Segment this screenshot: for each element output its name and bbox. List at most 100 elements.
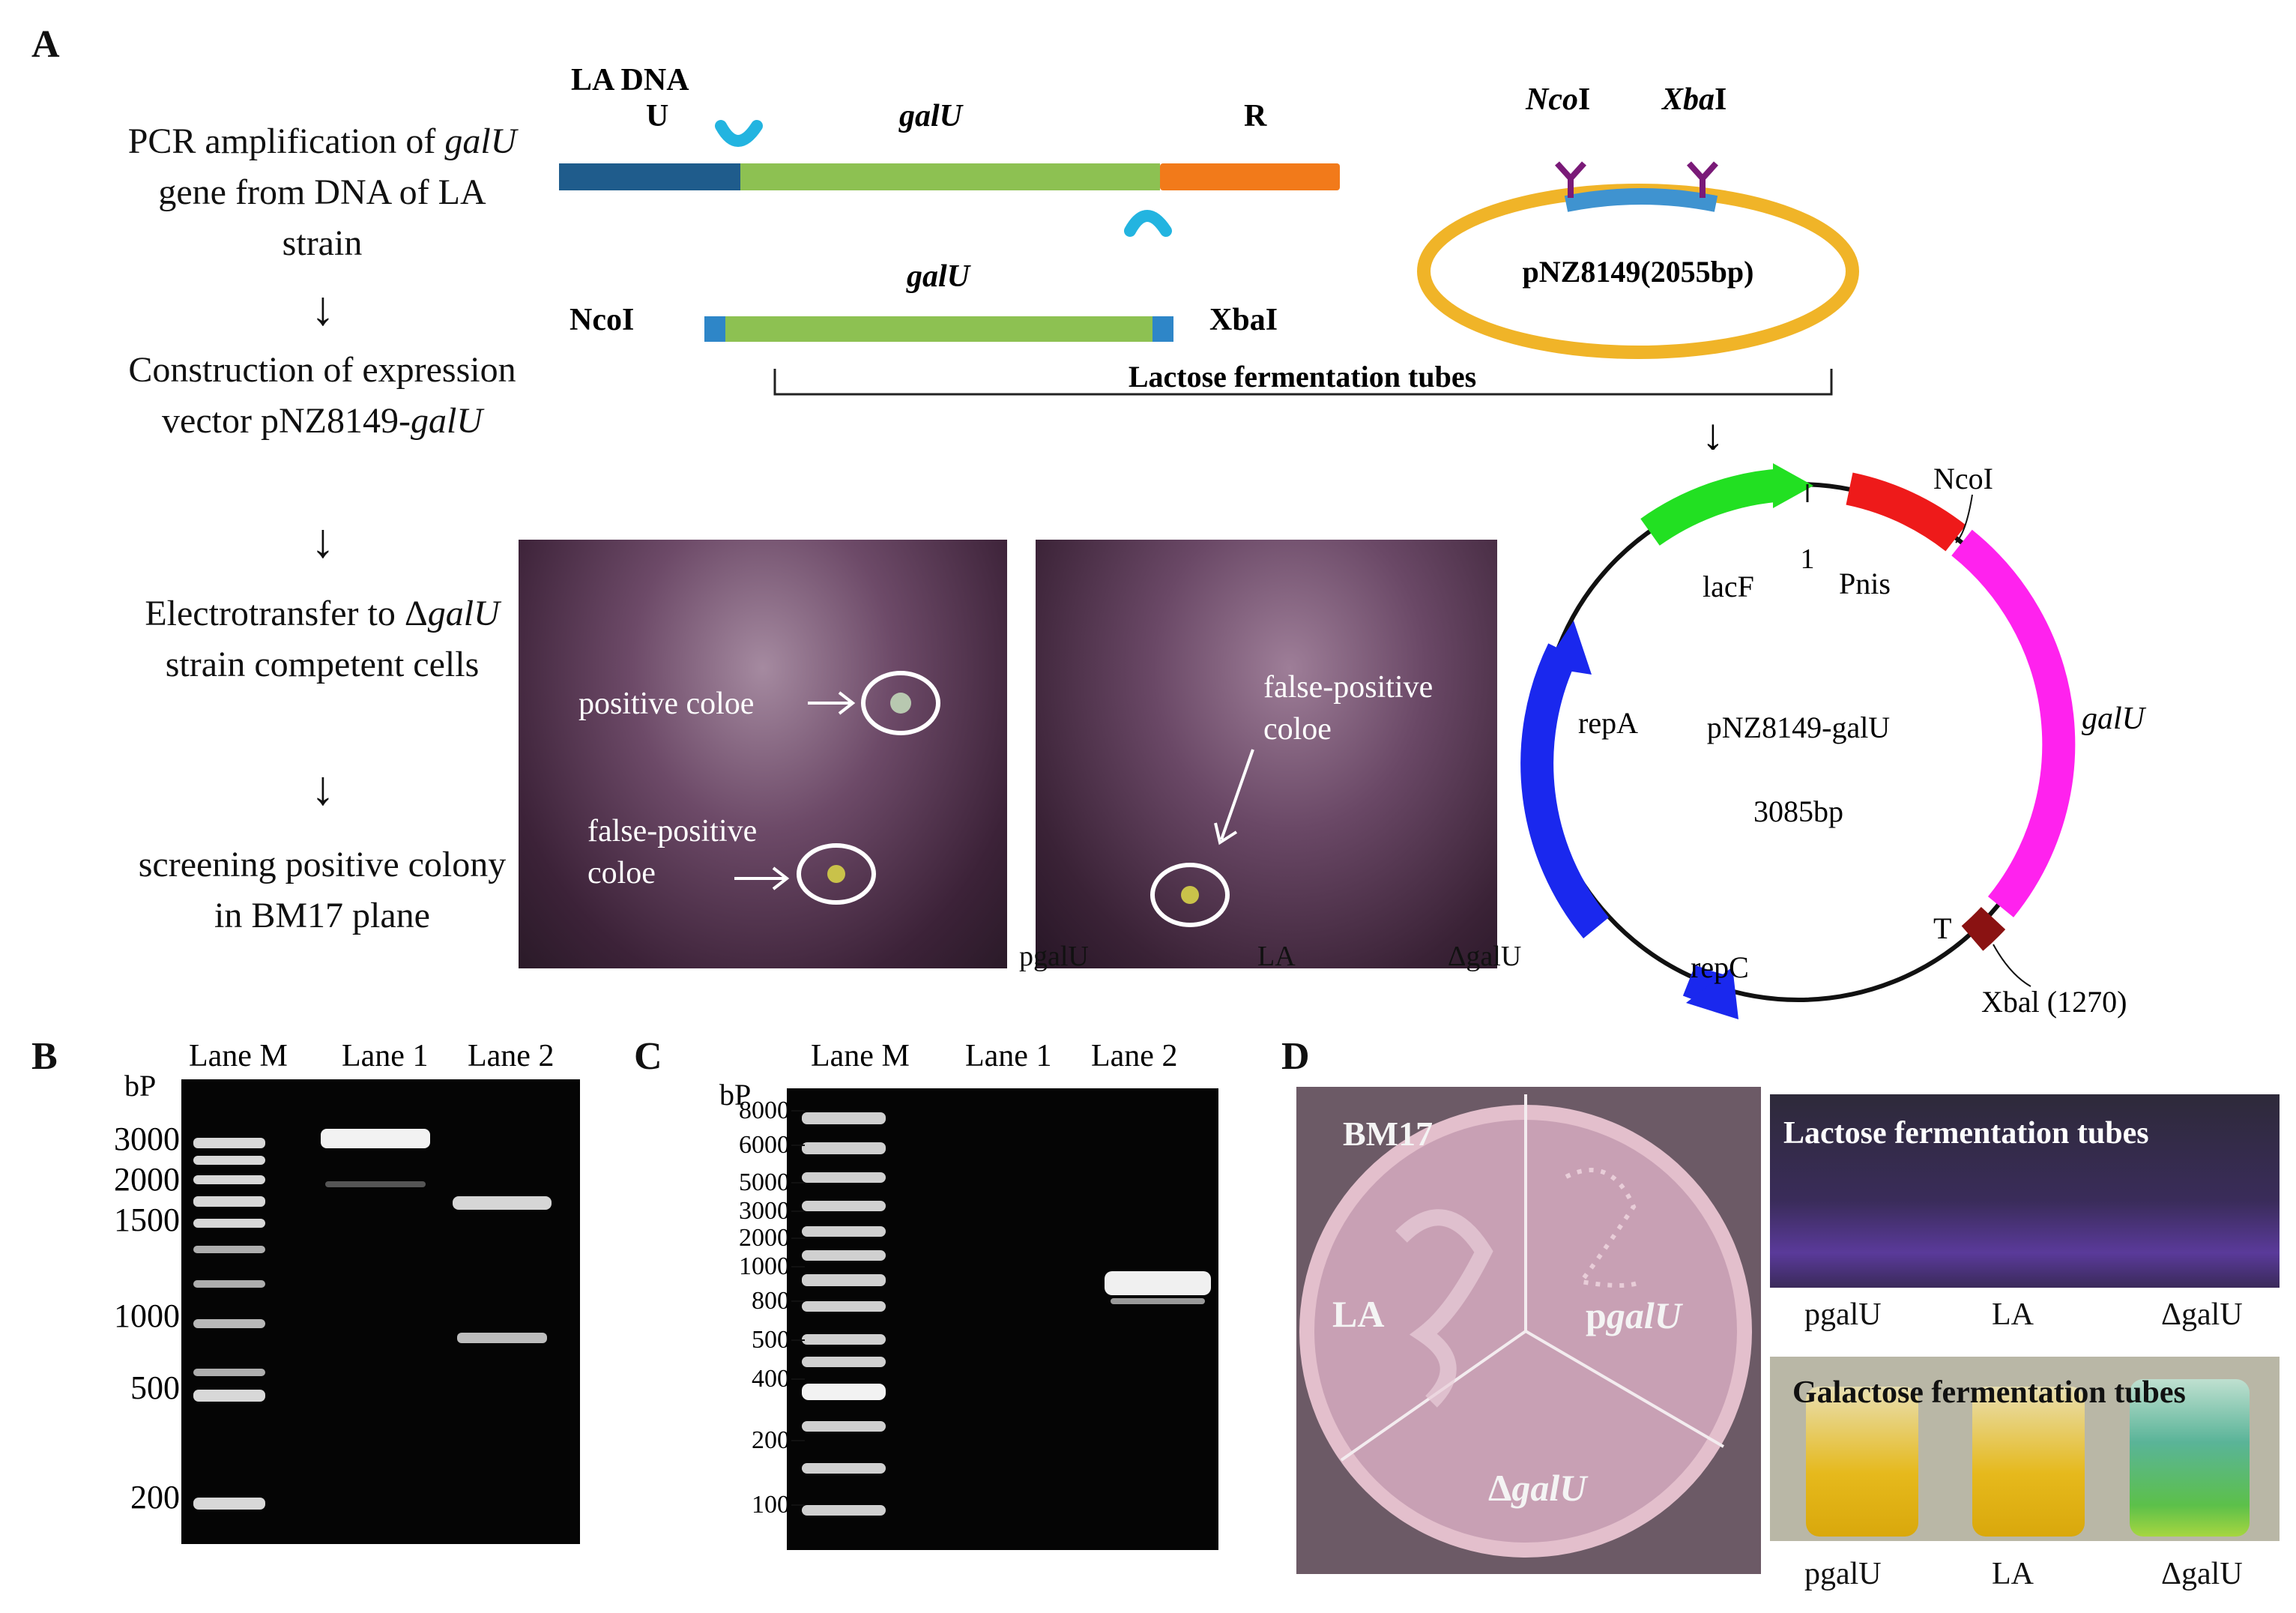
r-segment — [1160, 163, 1340, 190]
plasmid-label: pNZ8149(2055bp) — [1523, 255, 1754, 289]
plasmid-size: 3085bp — [1753, 795, 1843, 828]
plate-d-la: LA — [1332, 1293, 1384, 1335]
lactose-tube-la: LA — [1992, 1297, 2034, 1332]
plasmid-insert-site — [1564, 188, 1718, 212]
la-streak — [1395, 1209, 1493, 1408]
gel-b-ladder — [193, 1138, 265, 1510]
gel-b-marker-2000: 2000 — [114, 1161, 180, 1198]
gel-c-marker-800: 800 — [752, 1287, 790, 1315]
flow-step-construction: Construction of expression vector pNZ814… — [128, 350, 516, 441]
gel-c-lane2-band-faint — [1111, 1298, 1205, 1304]
gel-b-lane2-band-upper — [453, 1196, 552, 1210]
gel-b-unit: bP — [124, 1069, 156, 1103]
arrow-down-icon: ↓ — [311, 282, 335, 335]
ncoi-site-label: NcoI — [1525, 82, 1590, 117]
u-label: U — [646, 99, 668, 133]
forward-primer-icon — [715, 120, 763, 147]
galu-label: galU — [2082, 702, 2147, 736]
flow-step-electrotransfer: Electrotransfer to ΔgalU strain competen… — [145, 594, 500, 684]
arrow-right-icon — [734, 866, 790, 890]
tube-la — [1972, 1387, 2085, 1537]
xbai-site-label: XbaI — [1661, 82, 1726, 117]
bracket — [773, 369, 1833, 396]
t-block — [1961, 906, 2006, 951]
false-positive-circle-2 — [1150, 863, 1230, 927]
false-positive-label-2: false-positive — [1263, 670, 1433, 705]
pnis-label: Pnis — [1839, 567, 1891, 600]
plasmid-name: pNZ8149-galU — [1707, 711, 1891, 744]
arrow-down-icon: ↓ — [1702, 410, 1724, 450]
caption-la: LA — [1257, 941, 1296, 972]
gel-c-marker-2000: 2000 — [739, 1224, 790, 1252]
xbal-label: Xbal (1270) — [1981, 985, 2127, 1019]
panel-label-b: B — [31, 1035, 58, 1078]
plate-d-dgalu: ΔgalU — [1488, 1467, 1589, 1509]
false-positive-colony-2 — [1181, 886, 1199, 904]
xbai-label: XbaI — [1209, 303, 1278, 337]
pgalu-streak — [1565, 1168, 1643, 1288]
gel-c-ticks — [791, 1110, 805, 1506]
xbal-leader — [1993, 944, 2031, 987]
gel-b-marker-200: 200 — [130, 1479, 180, 1516]
u-segment — [559, 163, 740, 190]
gel-c-marker-8000: 8000 — [739, 1097, 790, 1124]
caption-dgalu: ΔgalU — [1448, 941, 1521, 972]
gel-c-lane2-band — [1105, 1271, 1211, 1295]
arrow-down-icon: ↓ — [311, 514, 335, 567]
lacf-arrow-icon — [1773, 463, 1813, 508]
gel-c-ladder — [802, 1112, 886, 1516]
gel-c: bP Lane M Lane 1 Lane 2 8000 6000 5000 3… — [719, 1039, 1218, 1550]
false-positive-label-2b: coloe — [1263, 712, 1332, 747]
galactose-tubes-label: Galactose fermentation tubes — [1792, 1375, 2186, 1410]
galu-arc — [1951, 529, 2076, 917]
bracket-label: Lactose fermentation tubes — [1129, 360, 1476, 394]
gel-b-lane1-faint-band — [325, 1181, 426, 1187]
repa-arrow-icon — [1544, 621, 1592, 675]
divider — [1524, 1330, 1725, 1448]
panel-label-d: D — [1281, 1035, 1310, 1078]
lactose-tubes-label: Lactose fermentation tubes — [1783, 1116, 2149, 1151]
lactose-tube-dgalu: ΔgalU — [2161, 1297, 2243, 1332]
reverse-primer-icon — [1124, 210, 1172, 237]
tube-dgalu — [2130, 1379, 2250, 1537]
lactose-tubes-photo — [1770, 1094, 2280, 1288]
gel-c-marker-1000: 1000 — [739, 1252, 790, 1280]
r-label: R — [1244, 99, 1267, 133]
gel-c-marker-6000: 6000 — [739, 1131, 790, 1159]
xbai-end — [1152, 316, 1173, 342]
plate-d: BM17 LA pgalU ΔgalU — [1296, 1087, 1761, 1574]
gel-b-image — [181, 1079, 580, 1544]
false-positive-colony-1 — [827, 865, 845, 883]
ncoi-end — [704, 316, 725, 342]
galactose-tube-la: LA — [1992, 1557, 2034, 1591]
gel-b-marker-1000: 1000 — [114, 1297, 180, 1334]
gel-c-lane-1: Lane 1 — [965, 1039, 1051, 1073]
gel-b-marker-3000: 3000 — [114, 1121, 180, 1157]
gel-b: bP Lane M Lane 1 Lane 2 3000 2000 1500 1… — [114, 1039, 580, 1544]
repa-label: repA — [1578, 706, 1638, 740]
plate-d-pgalu: pgalU — [1586, 1294, 1684, 1336]
repa-arc — [1520, 643, 1610, 939]
arrow-right-icon — [808, 691, 856, 715]
plate-photo-left — [519, 540, 1007, 968]
panel-label-a: A — [31, 23, 60, 66]
positive-colony — [890, 693, 911, 714]
false-positive-label-1: false-positive — [587, 814, 757, 848]
gel-c-marker-3000: 3000 — [739, 1197, 790, 1225]
gel-c-image — [787, 1088, 1218, 1550]
ncoi-label: NcoI — [570, 303, 634, 337]
arrow-down-icon: ↓ — [311, 762, 335, 815]
false-positive-label-1b: coloe — [587, 856, 656, 890]
gel-b-marker-500: 500 — [130, 1369, 180, 1406]
plate-photo-right — [1036, 540, 1497, 968]
plate-annotations: positive coloe false-positive coloe fals… — [578, 670, 1521, 972]
flow-step-pcr: PCR amplification of galU gene from DNA … — [127, 121, 517, 263]
tube-pgalu — [1806, 1387, 1918, 1537]
gel-b-lane-2: Lane 2 — [468, 1039, 554, 1073]
plasmid-map: 1 NcoI lacF Pnis galU repA pNZ8149-galU … — [1520, 462, 2147, 1019]
t-label: T — [1933, 911, 1951, 945]
gel-c-marker-100: 100 — [752, 1491, 790, 1519]
galu-label: galU — [898, 99, 964, 133]
gel-b-lane-1: Lane 1 — [342, 1039, 428, 1073]
gel-c-marker-400: 400 — [752, 1365, 790, 1393]
